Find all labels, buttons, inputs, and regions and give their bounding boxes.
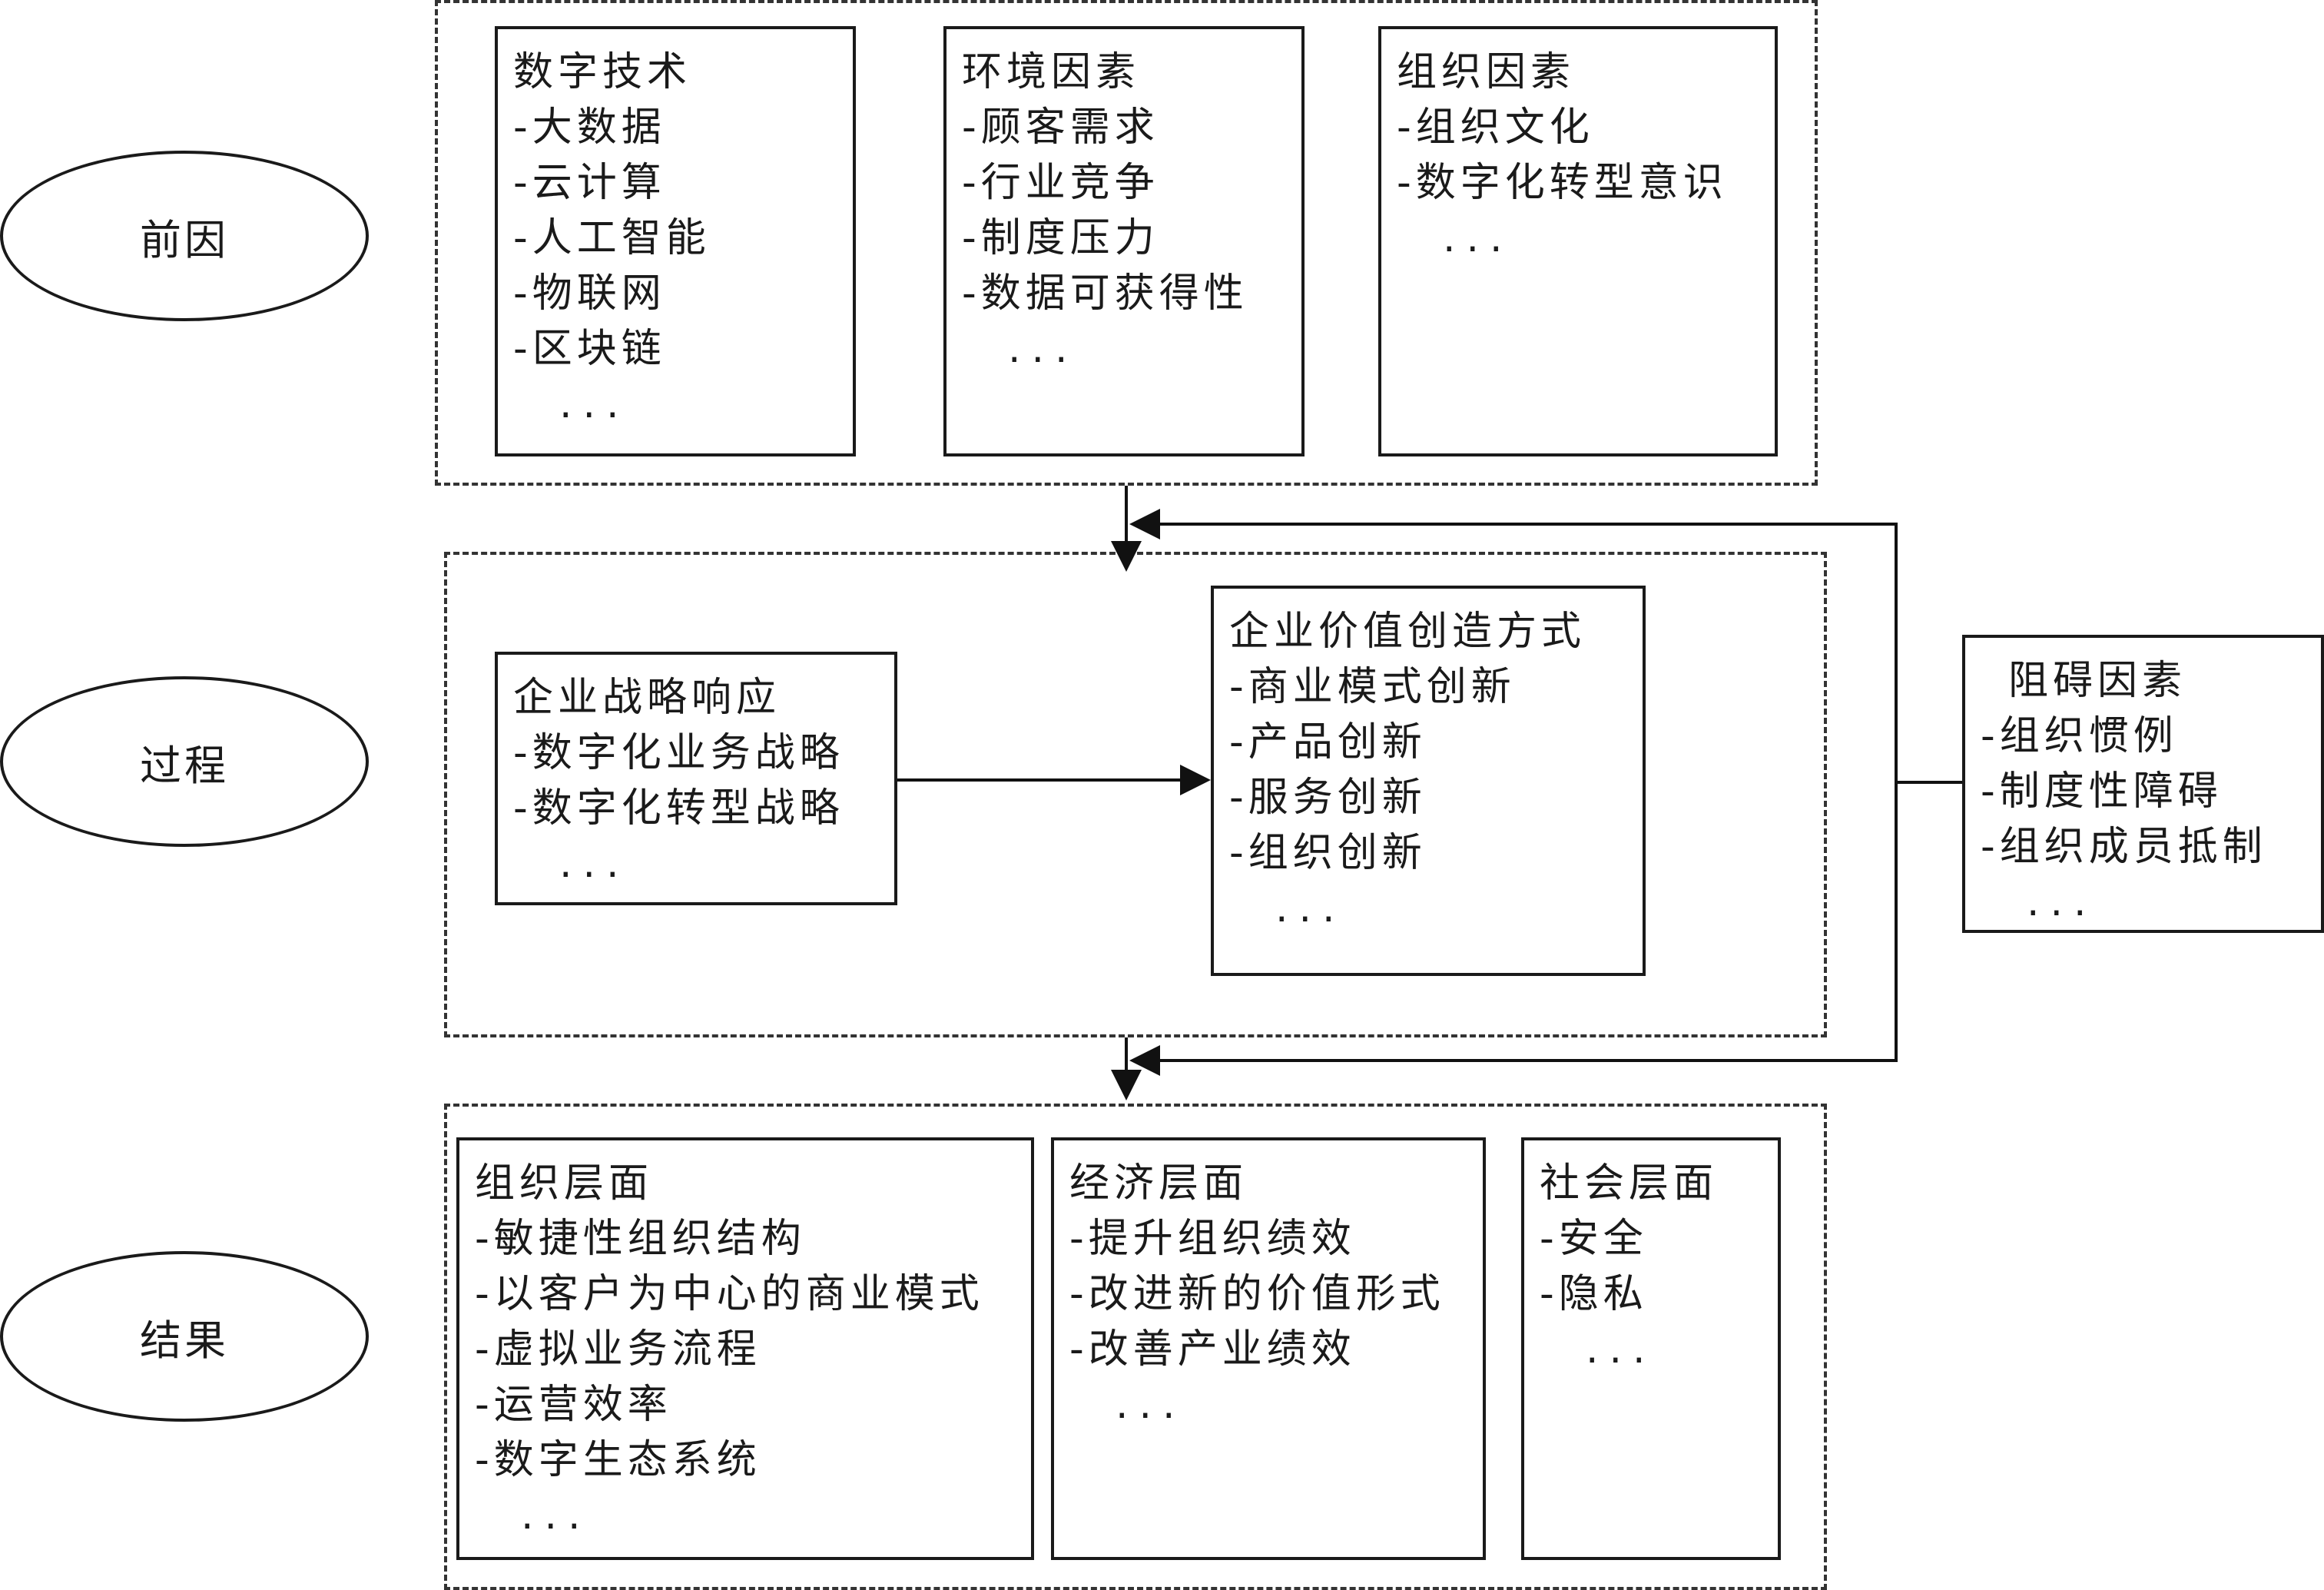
list-item: -组织成员抵制 — [1981, 824, 2267, 870]
ellipsis: ... — [1116, 1382, 1186, 1428]
stage-antecedent-label: 前因 — [140, 215, 229, 264]
list-item: -制度压力 — [962, 215, 1159, 261]
list-item: -隐私 — [1540, 1271, 1648, 1317]
outcome-group — [444, 1104, 1827, 1590]
box-barriers: 阻碍因素 -组织惯例 -制度性障碍 -组织成员抵制 ... — [1962, 635, 2324, 933]
list-item: -数字化转型战略 — [513, 785, 844, 832]
list-item: -区块链 — [513, 326, 666, 372]
box-title: 企业价值创造方式 — [1229, 609, 1586, 655]
stage-process: 过程 — [0, 676, 369, 847]
box-strategic-response: 企业战略响应 -数字化业务战略 -数字化转型战略 ... — [495, 652, 897, 905]
list-item: -组织惯例 — [1981, 713, 2178, 759]
box-organizational-level: 组织层面 -敏捷性组织结构 -以客户为中心的商业模式 -虚拟业务流程 -运营效率… — [456, 1137, 1034, 1560]
list-item: -人工智能 — [513, 215, 711, 261]
list-item: -物联网 — [513, 271, 666, 317]
barrier-connector — [1129, 509, 1962, 784]
ellipsis: ... — [559, 381, 630, 427]
stage-outcome-label: 结果 — [140, 1316, 229, 1365]
list-item: -提升组织绩效 — [1069, 1216, 1356, 1262]
box-title: 企业战略响应 — [513, 675, 781, 721]
list-item: -服务创新 — [1229, 775, 1427, 821]
stage-antecedent: 前因 — [0, 151, 369, 321]
list-item: -安全 — [1540, 1216, 1648, 1262]
box-title: 数字技术 — [513, 49, 692, 95]
box-environment-factors: 环境因素 -顾客需求 -行业竞争 -制度压力 -数据可获得性 ... — [943, 26, 1305, 456]
ellipsis: ... — [2027, 879, 2097, 925]
list-item: -数字生态系统 — [475, 1437, 761, 1483]
box-title: 经济层面 — [1069, 1160, 1248, 1207]
list-item: -行业竞争 — [962, 160, 1159, 206]
list-item: -敏捷性组织结构 — [475, 1216, 806, 1262]
ellipsis: ... — [1275, 885, 1346, 931]
list-item: -商业模式创新 — [1229, 664, 1516, 710]
list-item: -顾客需求 — [962, 105, 1159, 151]
list-item: -改进新的价值形式 — [1069, 1271, 1445, 1317]
ellipsis: ... — [1443, 215, 1513, 261]
list-item: -以客户为中心的商业模式 — [475, 1271, 984, 1317]
list-item: -数字化业务战略 — [513, 730, 844, 776]
list-item: -数字化转型意识 — [1397, 160, 1728, 206]
antecedent-group — [435, 0, 1818, 486]
box-value-creation: 企业价值创造方式 -商业模式创新 -产品创新 -服务创新 -组织创新 ... — [1211, 586, 1646, 976]
box-economic-level: 经济层面 -提升组织绩效 -改进新的价值形式 -改善产业绩效 ... — [1051, 1137, 1486, 1560]
ellipsis: ... — [1586, 1326, 1656, 1373]
box-organizational-factors: 组织因素 -组织文化 -数字化转型意识 ... — [1378, 26, 1778, 456]
stage-outcome: 结果 — [0, 1251, 369, 1422]
barrier-connector-lower — [1129, 782, 1898, 1076]
list-item: -制度性障碍 — [1981, 768, 2223, 815]
box-title: 社会层面 — [1540, 1160, 1719, 1207]
stage-process-label: 过程 — [140, 741, 229, 790]
box-title: 环境因素 — [962, 49, 1141, 95]
box-title: 组织层面 — [475, 1160, 654, 1207]
list-item: -产品创新 — [1229, 719, 1427, 765]
box-title: 组织因素 — [1397, 49, 1576, 95]
box-title: 阻碍因素 — [2008, 658, 2187, 704]
list-item: -大数据 — [513, 105, 666, 151]
list-item: -组织文化 — [1397, 105, 1594, 151]
list-item: -改善产业绩效 — [1069, 1326, 1356, 1373]
ellipsis: ... — [559, 841, 630, 887]
list-item: -组织创新 — [1229, 830, 1427, 876]
list-item: -数据可获得性 — [962, 271, 1248, 317]
box-digital-technology: 数字技术 -大数据 -云计算 -人工智能 -物联网 -区块链 ... — [495, 26, 856, 456]
ellipsis: ... — [1008, 326, 1079, 372]
list-item: -云计算 — [513, 160, 666, 206]
list-item: -运营效率 — [475, 1382, 672, 1428]
list-item: -虚拟业务流程 — [475, 1326, 761, 1373]
ellipsis: ... — [521, 1492, 592, 1539]
box-social-level: 社会层面 -安全 -隐私 ... — [1521, 1137, 1781, 1560]
